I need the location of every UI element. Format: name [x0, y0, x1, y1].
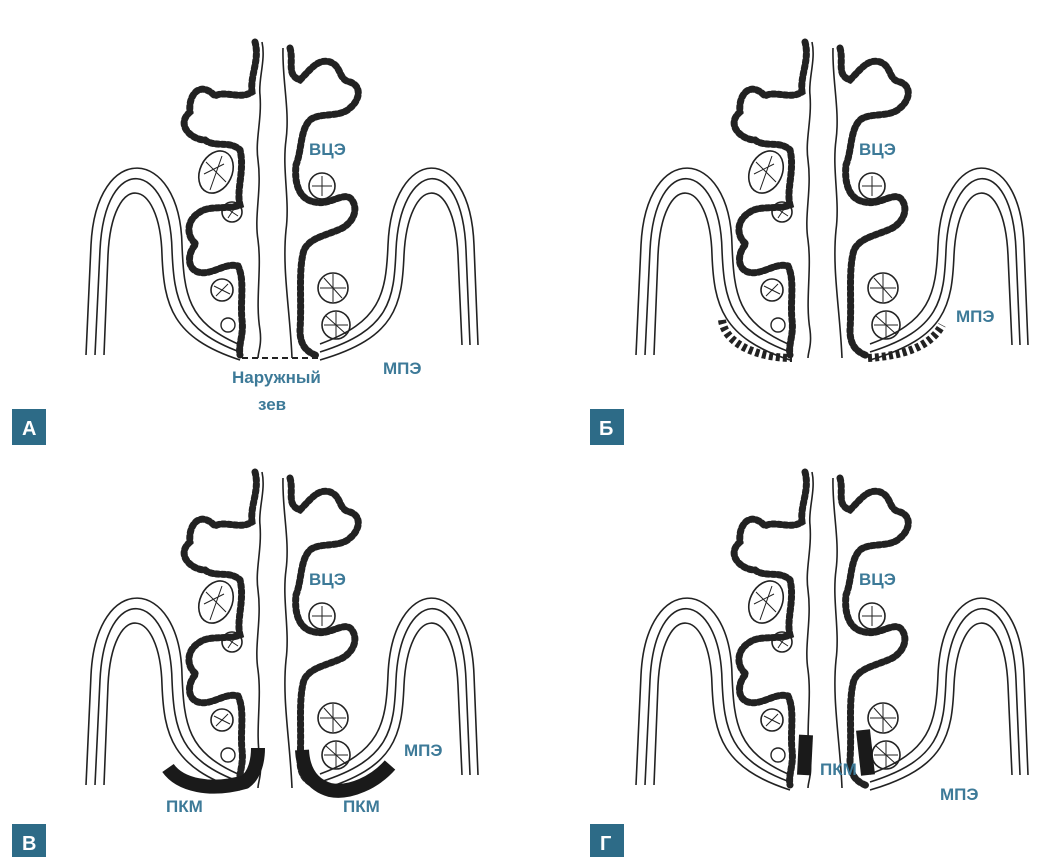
panel-b: ВЦЭ МПЭ Б: [590, 42, 1028, 445]
panel-a: ВЦЭ МПЭ Наружный зев А: [12, 42, 478, 445]
label-pkm-left: ПКМ: [166, 797, 203, 816]
badge-g-text: Г: [600, 833, 611, 855]
label-mpe-a: МПЭ: [383, 359, 421, 378]
label-vce-v: ВЦЭ: [309, 570, 346, 589]
label-external-os-line1: Наружный: [232, 368, 321, 387]
panel-v: ВЦЭ МПЭ ПКМ ПКМ В: [12, 472, 478, 857]
label-external-os-line2: зев: [258, 395, 286, 414]
label-mpe-b: МПЭ: [956, 307, 994, 326]
panel-g: ВЦЭ МПЭ ПКМ Г: [590, 472, 1028, 857]
label-vce-b: ВЦЭ: [859, 140, 896, 159]
badge-b-text: Б: [599, 418, 613, 440]
label-pkm-right: ПКМ: [343, 797, 380, 816]
badge-v-text: В: [22, 833, 36, 855]
label-vce-g: ВЦЭ: [859, 570, 896, 589]
label-mpe-v: МПЭ: [404, 741, 442, 760]
label-pkm-g: ПКМ: [820, 760, 857, 779]
label-mpe-g: МПЭ: [940, 785, 978, 804]
label-vce-a: ВЦЭ: [309, 140, 346, 159]
badge-a-text: А: [22, 418, 36, 440]
